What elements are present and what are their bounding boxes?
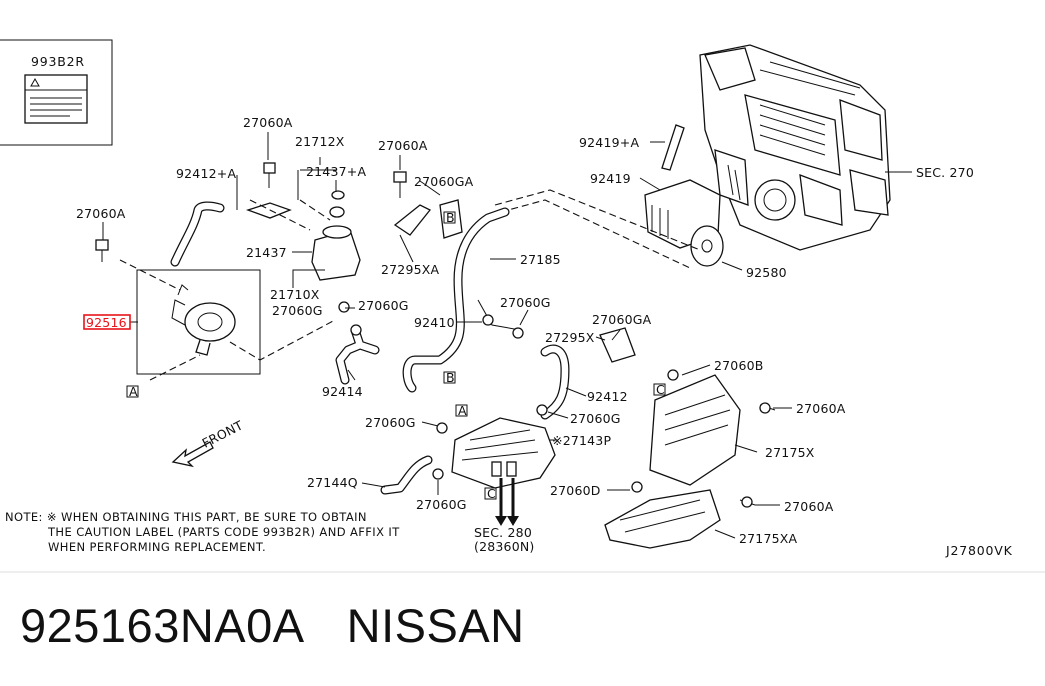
duct-92419 bbox=[644, 124, 724, 267]
leader-lines bbox=[102, 132, 912, 539]
note-line-1: NOTE: ※ WHEN OBTAINING THIS PART, BE SUR… bbox=[5, 510, 367, 524]
callout-27060g-a: 27060G bbox=[358, 298, 409, 313]
ref-letter-a2: A bbox=[458, 403, 467, 418]
callout-27060a-low: 27060A bbox=[784, 499, 834, 514]
callout-27060g-c: 27060G bbox=[500, 295, 551, 310]
bolt-27060a-mid bbox=[393, 171, 407, 198]
callout-27175xa: 27175XA bbox=[739, 531, 798, 546]
callout-27060g-b: 27060G bbox=[272, 303, 323, 318]
callout-27295x: 27295X bbox=[545, 330, 595, 345]
part-caption: 925163NA0A NISSAN bbox=[20, 598, 525, 653]
callout-sec270: SEC. 270 bbox=[916, 165, 974, 180]
callout-27060ga-right: 27060GA bbox=[592, 312, 652, 327]
heater-unit-drawing bbox=[699, 44, 891, 251]
callout-27060g-f: 27060G bbox=[416, 497, 467, 512]
callout-21710x: 21710X bbox=[270, 287, 320, 302]
heater-assy-drawing bbox=[451, 417, 556, 489]
brand-name: NISSAN bbox=[346, 599, 525, 652]
pump-inset bbox=[136, 269, 261, 375]
callout-92412-plus-a: 92412+A bbox=[176, 166, 236, 181]
ref-letter-a1: A bbox=[129, 384, 138, 399]
callout-27060a-left: 27060A bbox=[76, 206, 126, 221]
clamp-27060g-set bbox=[338, 301, 548, 480]
under-cover-drawing bbox=[604, 369, 776, 549]
note-line-3: WHEN PERFORMING REPLACEMENT. bbox=[48, 540, 266, 554]
reference-letters: A A B B C C bbox=[126, 210, 666, 501]
callout-92419-plus-a: 92419+A bbox=[579, 135, 639, 150]
sec280-arrows bbox=[495, 478, 519, 526]
callout-27185: 27185 bbox=[520, 252, 561, 267]
front-label: FRONT bbox=[200, 417, 246, 450]
callout-21437: 21437 bbox=[246, 245, 287, 260]
callout-28360n: (28360N) bbox=[474, 539, 534, 554]
front-arrow: FRONT bbox=[171, 417, 246, 468]
callout-27060g-e: 27060G bbox=[570, 411, 621, 426]
caution-label-inset: 993B2R bbox=[0, 39, 113, 146]
callout-92516: 92516 bbox=[86, 315, 127, 330]
drawing-code: J27800VK bbox=[945, 543, 1013, 558]
ref-letter-b1: B bbox=[446, 210, 455, 225]
ref-letter-b2: B bbox=[446, 370, 455, 385]
callout-92412: 92412 bbox=[587, 389, 628, 404]
bolt-27060a-left bbox=[95, 239, 109, 262]
callout-sec280: SEC. 280 bbox=[474, 525, 532, 540]
callout-27060b: 27060B bbox=[714, 358, 764, 373]
callout-27060g-d: 27060G bbox=[365, 415, 416, 430]
ref-letter-c2: C bbox=[487, 486, 496, 501]
caution-label-code: 993B2R bbox=[31, 54, 85, 69]
callout-92414: 92414 bbox=[322, 384, 363, 399]
callout-27060a-top: 27060A bbox=[243, 115, 293, 130]
callout-92410: 92410 bbox=[414, 315, 455, 330]
callout-27143p: ※27143P bbox=[552, 433, 611, 448]
callout-92580: 92580 bbox=[746, 265, 787, 280]
callout-27144q: 27144Q bbox=[307, 475, 358, 490]
callout-27060ga-top: 27060GA bbox=[414, 174, 474, 189]
replacement-note: NOTE: ※ WHEN OBTAINING THIS PART, BE SUR… bbox=[5, 510, 400, 554]
callout-21712x: 21712X bbox=[295, 134, 345, 149]
part-number: 925163NA0A bbox=[20, 599, 305, 652]
callout-27060a-mid: 27060A bbox=[378, 138, 428, 153]
reservoir-tank-drawing bbox=[245, 190, 361, 281]
ref-letter-c1: C bbox=[656, 382, 665, 397]
callout-27060d: 27060D bbox=[550, 483, 601, 498]
callout-27295xa-top: 27295XA bbox=[381, 262, 440, 277]
callout-21437-plus-a: 21437+A bbox=[306, 164, 366, 179]
callout-labels: 92419+A 92419 SEC. 270 92580 27060A 2171… bbox=[76, 115, 974, 554]
callout-27060a-right: 27060A bbox=[796, 401, 846, 416]
bolt-27060a-top bbox=[263, 162, 276, 188]
note-line-2: THE CAUTION LABEL (PARTS CODE 993B2R) AN… bbox=[47, 525, 400, 539]
highlight-box-92516 bbox=[83, 314, 131, 330]
callout-27175x: 27175X bbox=[765, 445, 815, 460]
callout-92419: 92419 bbox=[590, 171, 631, 186]
